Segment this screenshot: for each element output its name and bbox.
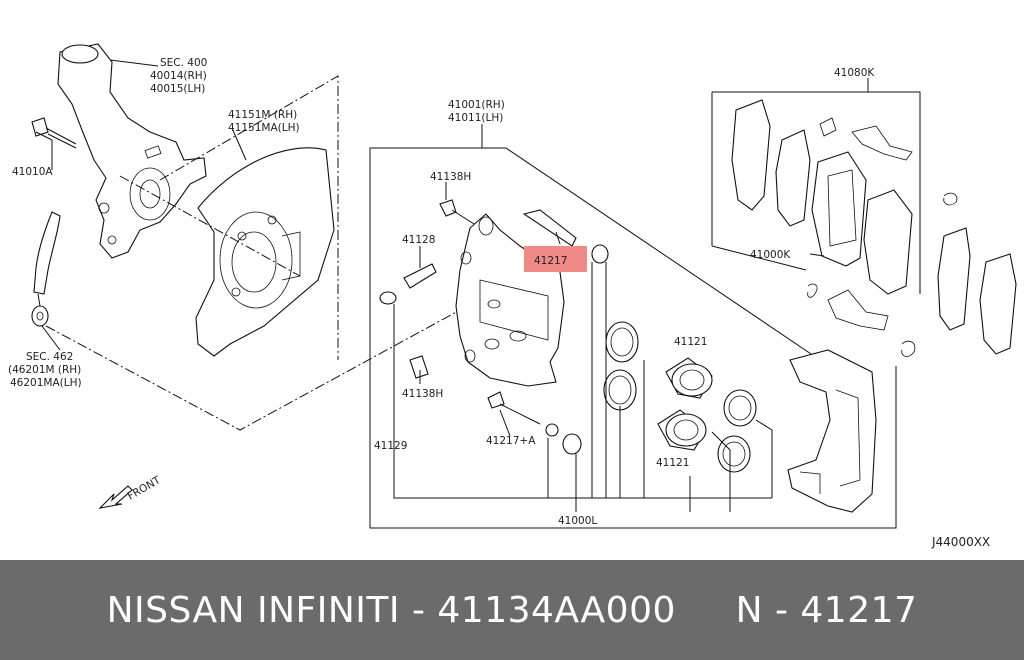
caliper-group-frame bbox=[369, 124, 897, 529]
label-41011: 41011(LH) bbox=[448, 112, 503, 124]
label-46201ma: 46201MA(LH) bbox=[10, 377, 82, 389]
brake-hose bbox=[31, 211, 61, 327]
exploded-parts-diagram: SEC. 400 40014(RH) 40015(LH) 41010A 4115… bbox=[8, 43, 1017, 549]
caliper-bracket bbox=[787, 349, 877, 513]
caliper-body bbox=[455, 213, 565, 387]
brake-pads bbox=[731, 99, 1017, 357]
guide-pins bbox=[379, 199, 609, 455]
leader-lines bbox=[35, 59, 825, 512]
dust-shield bbox=[195, 147, 335, 357]
piston-seals bbox=[603, 321, 757, 473]
piston-top bbox=[665, 357, 713, 399]
label-41080k: 41080K bbox=[834, 67, 875, 79]
label-41121-top: 41121 bbox=[674, 336, 707, 348]
label-41151ma: 41151MA(LH) bbox=[228, 122, 300, 134]
label-41010a: 41010A bbox=[12, 166, 53, 178]
piston-bottom bbox=[657, 409, 707, 451]
label-41138h-bottom: 41138H bbox=[402, 388, 443, 400]
label-41138h-top: 41138H bbox=[430, 171, 471, 183]
steering-knuckle bbox=[57, 43, 207, 259]
part-number-caption: NISSAN INFINITI - 41134AA000 N - 41217 bbox=[106, 589, 918, 631]
bolt-41010a bbox=[31, 117, 77, 149]
footer-bar: NISSAN INFINITI - 41134AA000 N - 41217 bbox=[0, 560, 1024, 660]
label-46201m: (46201M (RH) bbox=[8, 364, 81, 376]
assembly-boundary bbox=[45, 75, 461, 431]
label-41217a: 41217+A bbox=[486, 435, 536, 447]
label-41217-highlight: 41217 bbox=[534, 255, 567, 267]
label-front: FRONT bbox=[126, 474, 164, 503]
label-41001: 41001(RH) bbox=[448, 99, 505, 111]
label-41000k: 41000K bbox=[750, 249, 791, 261]
part-labels: SEC. 400 40014(RH) 40015(LH) 41010A 4115… bbox=[8, 57, 990, 549]
label-41129: 41129 bbox=[374, 440, 407, 452]
label-41151m: 41151M (RH) bbox=[228, 109, 297, 121]
label-41128: 41128 bbox=[402, 234, 435, 246]
label-sec462: SEC. 462 bbox=[26, 351, 73, 363]
front-arrow-icon bbox=[98, 485, 133, 509]
label-40015: 40015(LH) bbox=[150, 83, 205, 95]
label-41000l: 41000L bbox=[558, 515, 597, 527]
label-sec400: SEC. 400 bbox=[160, 57, 207, 69]
label-41121-bottom: 41121 bbox=[656, 457, 689, 469]
diagram-code: J44000XX bbox=[931, 535, 990, 549]
pad-kit-frame bbox=[711, 78, 921, 294]
highlight-box bbox=[524, 246, 587, 272]
label-40014: 40014(RH) bbox=[150, 70, 207, 82]
